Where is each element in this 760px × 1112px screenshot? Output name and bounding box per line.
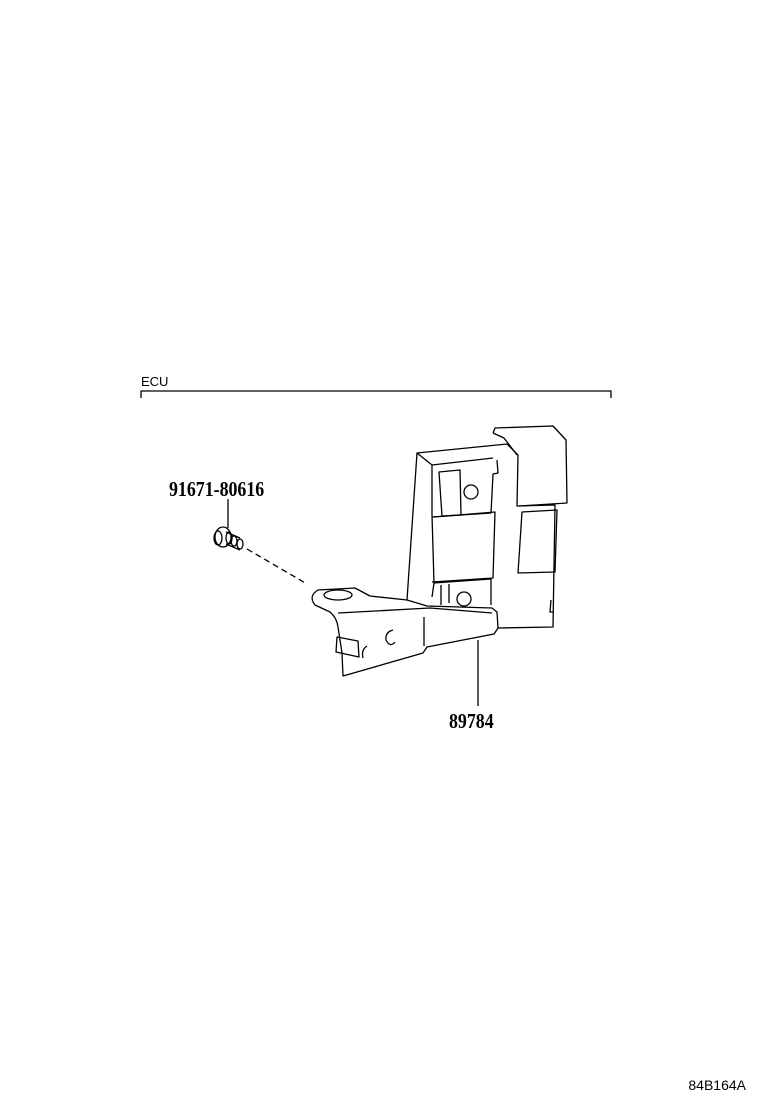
illustration-code: 84B164A — [688, 1077, 746, 1093]
part-number-bolt[interactable]: 91671-80616 — [169, 477, 265, 501]
ecu-drawing — [406, 425, 568, 629]
install-dashed-line — [246, 548, 308, 585]
group-bracket-line — [140, 390, 612, 398]
bolt-drawing — [213, 526, 244, 551]
part-number-ecu[interactable]: 89784 — [449, 709, 494, 733]
bracket-drawing — [311, 587, 499, 677]
group-label: ECU — [141, 374, 169, 389]
